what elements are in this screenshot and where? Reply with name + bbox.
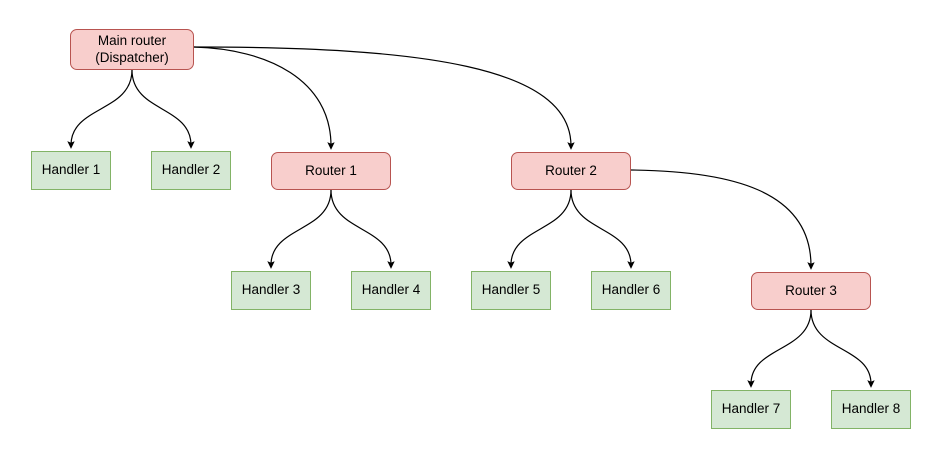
node-label-handler-8: Handler 8 bbox=[841, 401, 901, 417]
node-router-3[interactable]: Router 3 bbox=[751, 272, 871, 310]
node-label-handler-7: Handler 7 bbox=[721, 401, 781, 417]
node-label-handler-3: Handler 3 bbox=[241, 282, 301, 298]
node-handler-8[interactable]: Handler 8 bbox=[831, 390, 911, 429]
edge-router-1-to-handler-3 bbox=[267, 189, 332, 269]
node-handler-6[interactable]: Handler 6 bbox=[591, 271, 671, 310]
node-router-1[interactable]: Router 1 bbox=[271, 152, 391, 190]
node-handler-7[interactable]: Handler 7 bbox=[711, 390, 791, 429]
node-label-router-1: Router 1 bbox=[305, 162, 357, 178]
edge-main-to-handler-1 bbox=[67, 69, 133, 149]
node-label-handler-1: Handler 1 bbox=[41, 162, 101, 178]
node-handler-2[interactable]: Handler 2 bbox=[151, 151, 231, 190]
node-label-handler-2: Handler 2 bbox=[161, 162, 221, 178]
edge-paths bbox=[67, 46, 875, 388]
node-label-handler-4: Handler 4 bbox=[361, 282, 421, 298]
edge-main-to-handler-2 bbox=[131, 69, 195, 149]
node-label-handler-5: Handler 5 bbox=[481, 282, 541, 298]
node-main-router[interactable]: Main router (Dispatcher) bbox=[70, 29, 194, 70]
edge-router-3-to-handler-7 bbox=[747, 309, 812, 388]
node-router-2[interactable]: Router 2 bbox=[511, 152, 631, 190]
node-label-router-3: Router 3 bbox=[785, 282, 837, 298]
node-label-handler-6: Handler 6 bbox=[601, 282, 661, 298]
node-label-main-router: Main router (Dispatcher) bbox=[95, 33, 169, 65]
edge-router-3-to-handler-8 bbox=[810, 309, 875, 388]
edge-router-1-to-handler-4 bbox=[330, 189, 395, 269]
node-handler-4[interactable]: Handler 4 bbox=[351, 271, 431, 310]
node-handler-1[interactable]: Handler 1 bbox=[31, 151, 111, 190]
edge-main-to-router-2 bbox=[193, 46, 575, 150]
node-handler-3[interactable]: Handler 3 bbox=[231, 271, 311, 310]
edge-router-2-to-handler-5 bbox=[507, 189, 572, 269]
node-label-router-2: Router 2 bbox=[545, 162, 597, 178]
edge-router-2-to-router-3 bbox=[630, 169, 815, 270]
node-handler-5[interactable]: Handler 5 bbox=[471, 271, 551, 310]
edge-main-to-router-1 bbox=[193, 46, 335, 150]
edge-router-2-to-handler-6 bbox=[570, 189, 635, 269]
